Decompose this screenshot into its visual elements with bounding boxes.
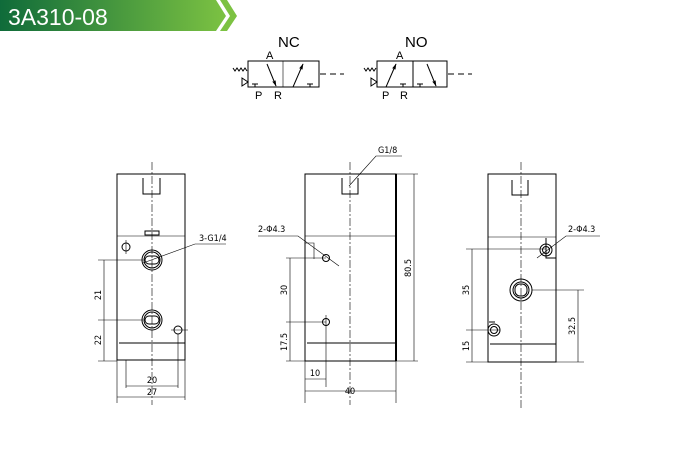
dim-20: 20	[147, 376, 157, 386]
model-title: 3A310-08	[8, 4, 108, 30]
no-port-p: P	[382, 90, 389, 102]
no-valve-symbol: NO A P R	[363, 34, 472, 102]
dim-17-5: 17.5	[280, 333, 290, 351]
dim-22: 22	[94, 335, 104, 345]
no-port-r: R	[400, 90, 408, 102]
no-port-a: A	[396, 50, 404, 62]
dim-35: 35	[462, 285, 472, 295]
front-view: 3-G1/4 21 22 20 27	[94, 162, 227, 405]
nc-valve-symbol: NC A P R	[232, 34, 344, 102]
nc-port-p: P	[255, 90, 262, 102]
side-hole-callout: 2-Φ4.3	[258, 225, 285, 235]
dim-10: 10	[310, 369, 320, 379]
dim-32-5: 32.5	[568, 317, 578, 335]
dim-15: 15	[462, 341, 472, 351]
no-label: NO	[405, 34, 428, 51]
nc-port-r: R	[274, 90, 282, 102]
dim-21: 21	[94, 290, 104, 300]
dim-80-5: 80.5	[404, 259, 414, 277]
nc-label: NC	[278, 34, 300, 51]
rear-view: 2-Φ4.3 35 15 32.5	[462, 162, 600, 410]
side-port-callout: G1/8	[378, 146, 397, 156]
dim-30: 30	[280, 285, 290, 295]
dim-40: 40	[345, 387, 355, 397]
side-view: 2-Φ4.3 G1/8 80.5 30 17.5 10 40	[258, 146, 418, 405]
nc-port-a: A	[266, 50, 274, 62]
dim-27: 27	[147, 388, 157, 398]
rear-hole-callout: 2-Φ4.3	[568, 225, 595, 235]
title-banner: 3A310-08	[0, 0, 237, 31]
front-port-callout: 3-G1/4	[199, 234, 227, 244]
